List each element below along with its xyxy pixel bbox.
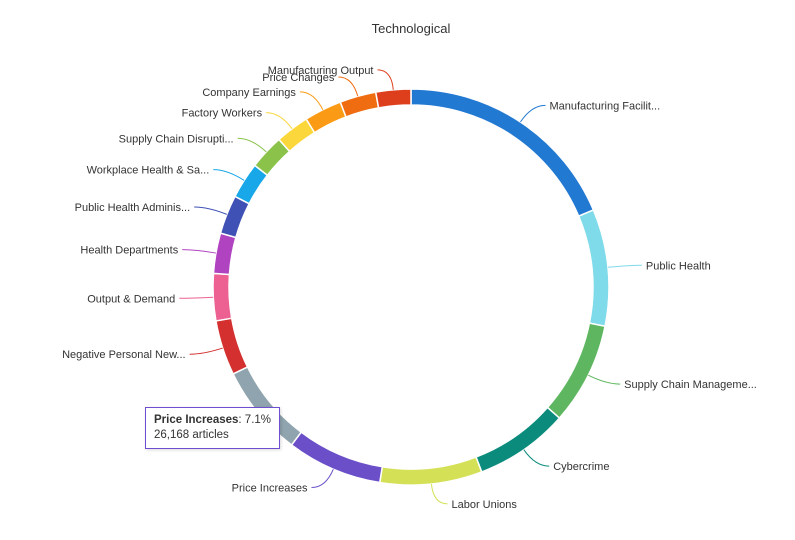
label-connector	[607, 264, 642, 268]
slice-label: Health Departments	[80, 245, 178, 257]
label-connector	[377, 69, 394, 90]
label-connector	[311, 468, 334, 489]
donut-slice[interactable]	[374, 88, 412, 109]
tooltip-count: 26,168 articles	[154, 429, 229, 441]
slice-label: Company Earnings	[202, 87, 296, 99]
slice-label: Factory Workers	[182, 108, 263, 120]
label-connector	[338, 76, 359, 97]
label-connector	[182, 249, 217, 254]
slice-label: Supply Chain Manageme...	[624, 379, 757, 391]
donut-slice[interactable]	[339, 91, 380, 118]
label-connector	[179, 296, 214, 299]
slice-label: Public Health Adminis...	[75, 202, 191, 214]
slice-label: Negative Personal New...	[62, 349, 186, 361]
slice-label: Public Health	[646, 260, 711, 272]
donut-slice[interactable]	[305, 101, 347, 134]
label-connector	[430, 483, 448, 505]
label-connector	[299, 91, 324, 110]
donut-slice[interactable]	[475, 406, 561, 473]
label-connector	[189, 347, 223, 355]
slice-label: Price Changes	[262, 72, 335, 84]
slice-label: Cybercrime	[553, 461, 609, 473]
tooltip-value: 7.1%	[244, 414, 272, 426]
slice-label: Labor Unions	[451, 499, 517, 511]
donut-slice[interactable]	[215, 317, 249, 375]
donut-slice[interactable]	[378, 456, 483, 486]
label-connector	[237, 137, 267, 153]
label-connector	[213, 169, 245, 181]
slice-label: Supply Chain Disrupti...	[119, 133, 234, 145]
slice-label: Workplace Health & Sa...	[87, 165, 210, 177]
label-connector	[266, 112, 293, 129]
label-connector	[588, 374, 621, 385]
donut-slice[interactable]	[546, 322, 606, 420]
slice-label: Manufacturing Output	[268, 65, 374, 77]
slice-label: Output & Demand	[87, 293, 175, 305]
chart-title: Technological	[372, 21, 451, 36]
slice-tooltip: Price Increases: 7.1% 26,168 articles	[145, 407, 281, 449]
label-connector	[520, 104, 546, 123]
donut-slice[interactable]	[219, 195, 251, 239]
tooltip-label: Price Increases	[154, 414, 239, 426]
label-connector	[523, 449, 550, 467]
slice-label: Manufacturing Facilit...	[549, 100, 660, 112]
slice-label: Price Increases	[232, 483, 308, 495]
donut-slice[interactable]	[212, 232, 237, 276]
donut-slice[interactable]	[577, 208, 610, 328]
donut-slice[interactable]	[290, 431, 384, 484]
label-connector	[194, 206, 227, 215]
donut-slice[interactable]	[212, 272, 233, 322]
